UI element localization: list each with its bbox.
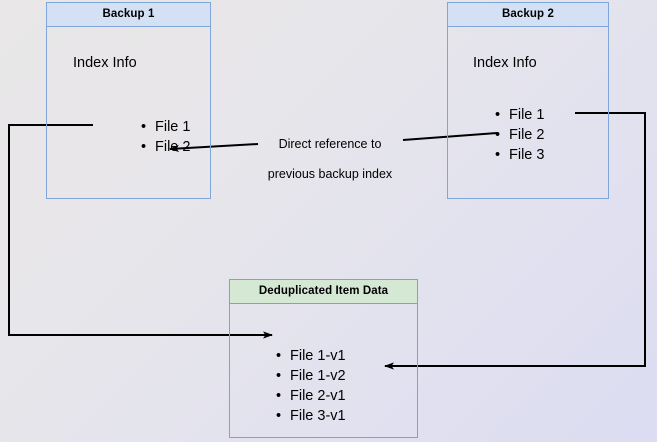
- direct-reference-annotation: Direct reference to previous backup inde…: [256, 122, 404, 197]
- list-item: File 3: [495, 145, 544, 165]
- list-item: File 2-v1: [276, 386, 346, 406]
- list-item: File 2: [495, 125, 544, 145]
- list-item: File 1-v2: [276, 366, 346, 386]
- list-item: File 1: [495, 105, 544, 125]
- backup-1-body: Index Info File 1 File 2: [47, 27, 210, 198]
- backup-1-header: Backup 1: [47, 3, 210, 27]
- backup-2-header: Backup 2: [448, 3, 608, 27]
- backup-2-index-info-label: Index Info: [473, 55, 537, 71]
- deduplicated-item-data-header: Deduplicated Item Data: [230, 280, 417, 304]
- backup-1-index-info-label: Index Info: [73, 55, 137, 71]
- list-item: File 3-v1: [276, 406, 346, 426]
- dedup-file-list: File 1-v1 File 1-v2 File 2-v1 File 3-v1: [276, 346, 346, 426]
- list-item: File 1: [141, 117, 190, 137]
- deduplicated-item-data-body: File 1-v1 File 1-v2 File 2-v1 File 3-v1: [230, 304, 417, 436]
- direct-reference-line-1: Direct reference to: [278, 137, 382, 151]
- backup-2-file-list: File 1 File 2 File 3: [495, 105, 544, 165]
- list-item: File 2: [141, 137, 190, 157]
- backup-1-file-list: File 1 File 2: [141, 117, 190, 157]
- backup-1-box[interactable]: Backup 1 Index Info File 1 File 2: [46, 2, 211, 199]
- direct-reference-line-2: previous backup index: [267, 167, 393, 181]
- backup-2-body: Index Info File 1 File 2 File 3: [448, 27, 608, 198]
- deduplicated-item-data-box[interactable]: Deduplicated Item Data File 1-v1 File 1-…: [229, 279, 418, 438]
- backup-2-box[interactable]: Backup 2 Index Info File 1 File 2 File 3: [447, 2, 609, 199]
- list-item: File 1-v1: [276, 346, 346, 366]
